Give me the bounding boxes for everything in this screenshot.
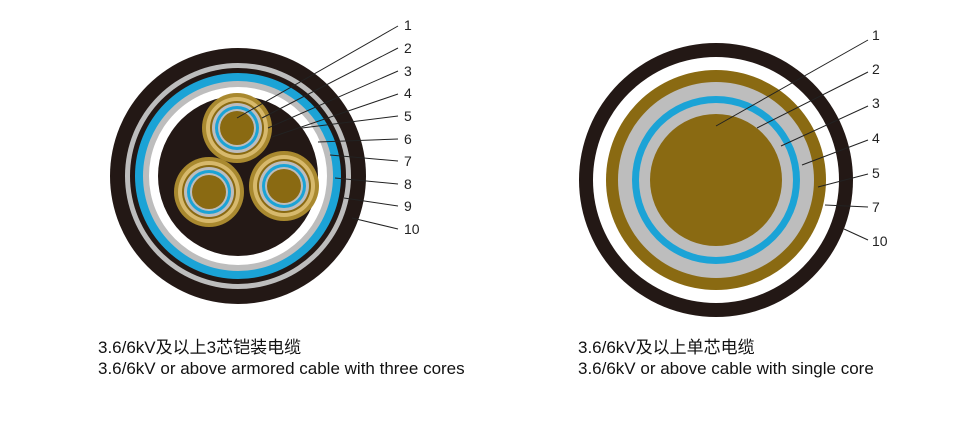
leader-line-5 (817, 173, 869, 188)
label-1: 1 (872, 27, 880, 43)
label-4: 4 (404, 85, 412, 101)
core-bottom-left (174, 157, 244, 227)
label-3: 3 (404, 63, 412, 79)
leader-line-3 (267, 70, 399, 129)
leader-line-10 (351, 217, 399, 230)
label-2: 2 (872, 61, 880, 77)
caption-chinese: 3.6/6kV及以上3芯铠装电缆 (98, 338, 302, 357)
label-10: 10 (404, 221, 420, 237)
three-core-cable-caption: 3.6/6kV及以上3芯铠装电缆 3.6/6kV or above armore… (98, 337, 465, 379)
leader-line-8 (334, 177, 399, 185)
leader-line-9 (343, 197, 399, 207)
label-2: 2 (404, 40, 412, 56)
copper-conductor (650, 114, 782, 246)
leader-line-4 (271, 93, 399, 138)
leader-line-10 (843, 228, 869, 241)
leader-line-4 (801, 139, 869, 166)
core-bottom-right (249, 151, 319, 221)
right-number-labels: 1 2 3 4 5 7 10 (872, 27, 888, 249)
label-7: 7 (872, 199, 880, 215)
caption-english: 3.6/6kV or above armored cable with thre… (98, 359, 465, 378)
label-5: 5 (872, 165, 880, 181)
leader-line-3 (780, 105, 869, 147)
leader-line-5 (301, 115, 399, 129)
label-10: 10 (872, 233, 888, 249)
label-1: 1 (404, 17, 412, 33)
caption-english: 3.6/6kV or above cable with single core (578, 359, 874, 378)
label-3: 3 (872, 95, 880, 111)
single-core-cable-cross-section: 1 2 3 4 5 7 10 (579, 27, 888, 317)
three-core-cable-cross-section: 1 2 3 4 5 6 7 8 9 10 (110, 17, 420, 304)
leader-line-7 (824, 204, 869, 208)
right-leader-lines (715, 39, 869, 241)
leader-line-1 (715, 39, 869, 127)
label-7: 7 (404, 153, 412, 169)
label-6: 6 (404, 131, 412, 147)
leader-line-2 (261, 47, 399, 119)
label-4: 4 (872, 130, 880, 146)
leader-line-2 (756, 71, 869, 129)
leader-line-7 (329, 154, 399, 162)
core-top (202, 93, 272, 163)
left-number-labels: 1 2 3 4 5 6 7 8 9 10 (404, 17, 420, 237)
leader-line-1 (236, 25, 399, 119)
caption-chinese: 3.6/6kV及以上单芯电缆 (578, 338, 755, 357)
label-8: 8 (404, 176, 412, 192)
left-leader-lines (236, 25, 399, 230)
label-5: 5 (404, 108, 412, 124)
single-core-cable-caption: 3.6/6kV及以上单芯电缆 3.6/6kV or above cable wi… (578, 337, 874, 379)
label-9: 9 (404, 198, 412, 214)
leader-line-6 (317, 138, 399, 143)
